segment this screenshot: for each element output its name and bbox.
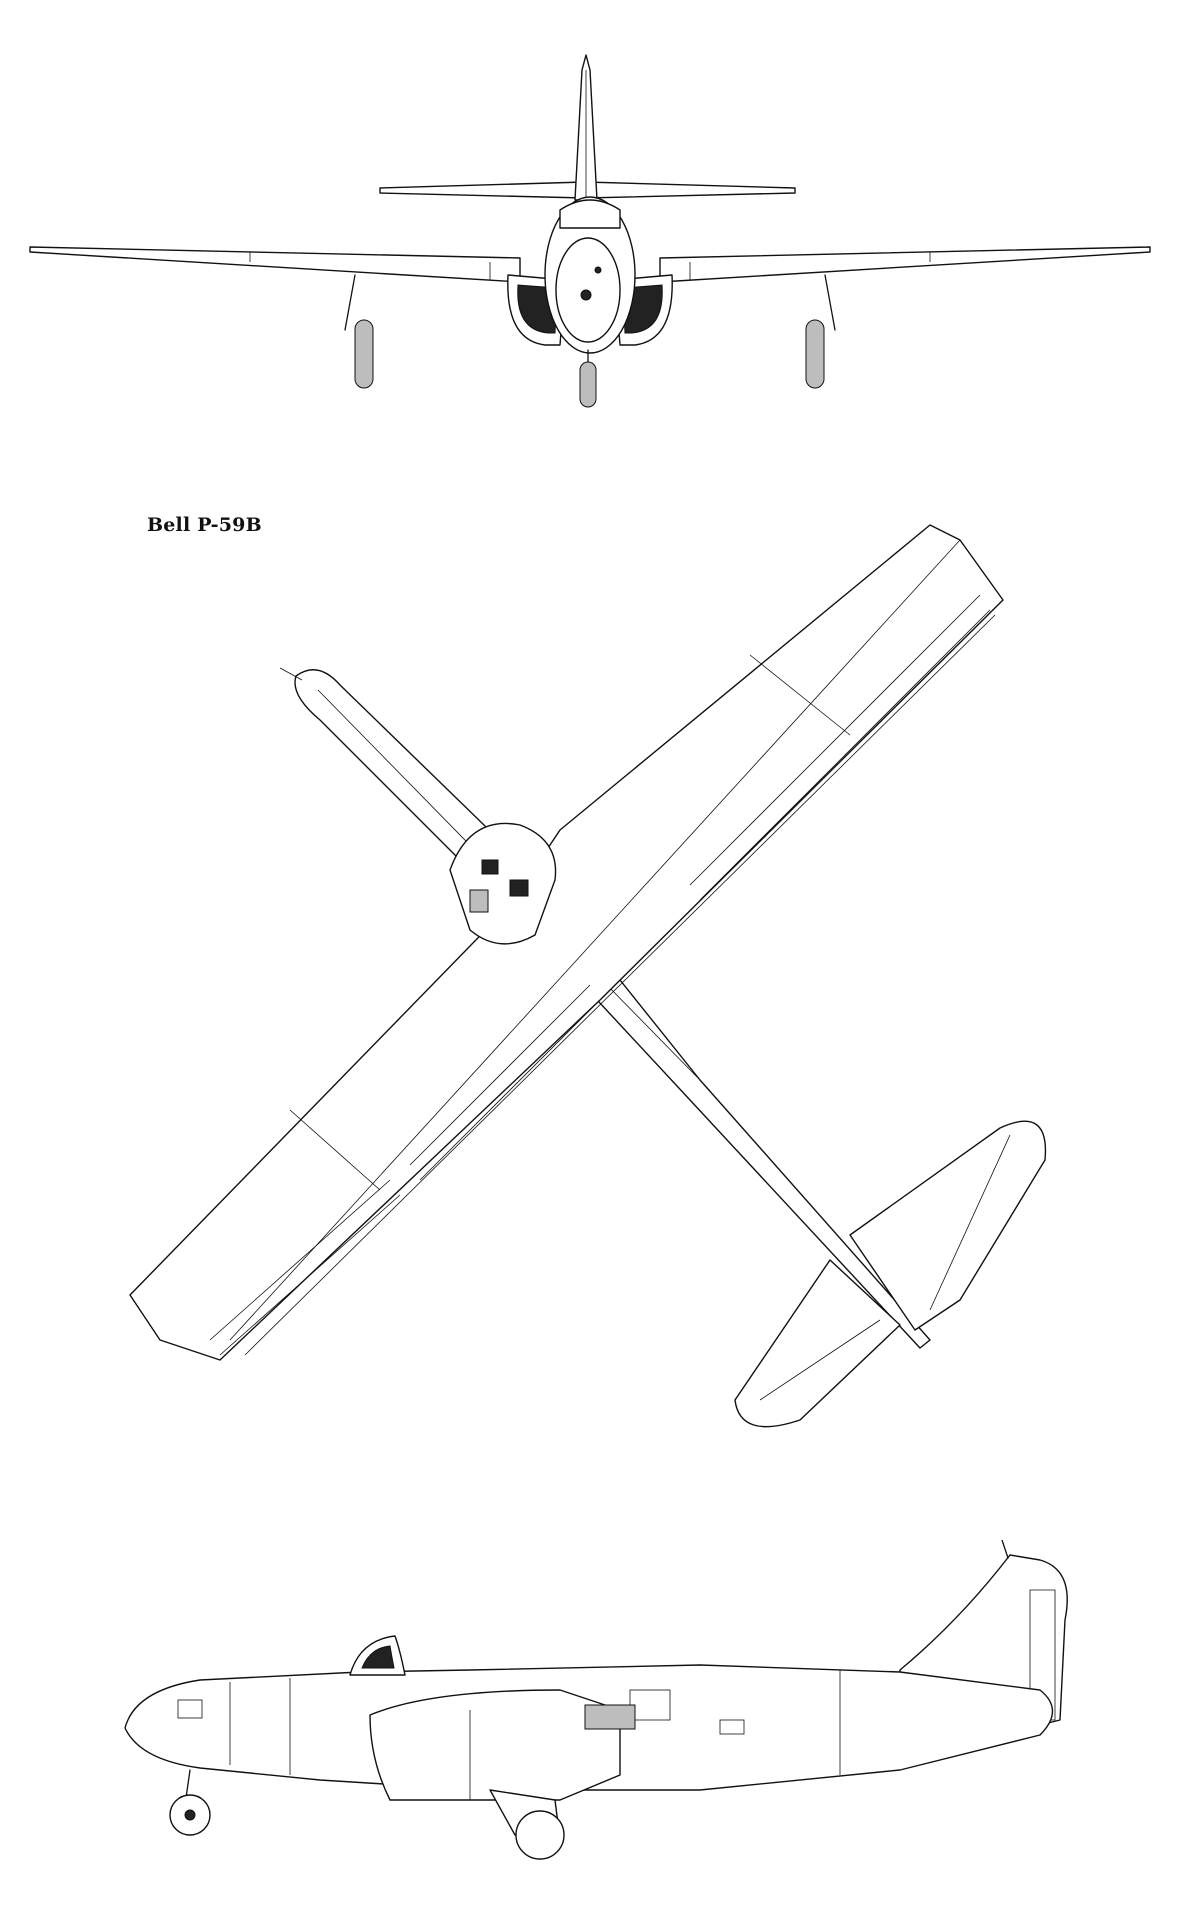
plan-flaps: [209, 594, 991, 1356]
front-fuselage: [544, 196, 636, 354]
front-fin: [574, 54, 598, 201]
front-landing-gear: [344, 274, 836, 408]
plan-cockpit: [449, 822, 557, 945]
front-view: [29, 54, 1151, 408]
side-nacelle: [369, 1689, 636, 1801]
side-canopy: [349, 1635, 406, 1676]
side-landing-gear: [169, 1769, 565, 1860]
side-view: [124, 1540, 1068, 1860]
plan-view: [129, 524, 1047, 1428]
aircraft-name-caption: Bell P-59B: [147, 514, 262, 536]
plan-tailplane: [734, 1120, 1047, 1428]
